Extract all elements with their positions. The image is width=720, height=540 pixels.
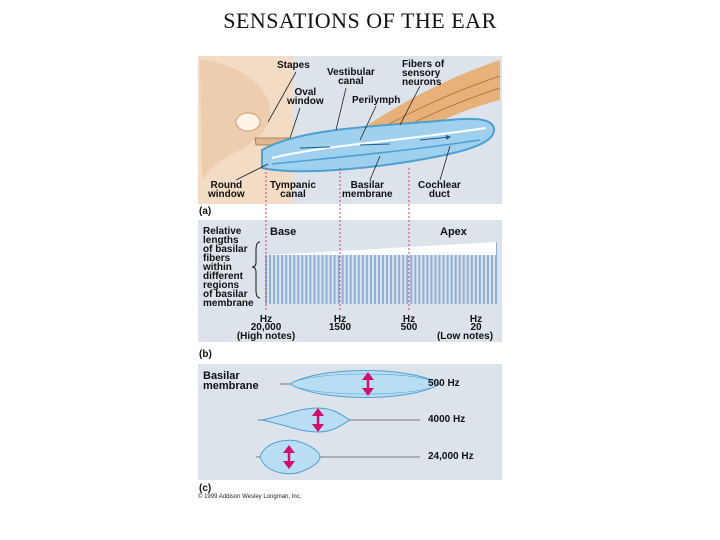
label-vestibular-canal: Vestibular canal	[327, 67, 375, 87]
tick-unit: Hz	[259, 314, 273, 325]
copyright: © 1999 Addison Wesley Longman, Inc.	[198, 494, 302, 500]
tick-unit: Hz	[469, 314, 483, 325]
label-perilymph: Perilymph	[352, 95, 401, 106]
tick-note: (High notes)	[236, 331, 296, 342]
tick-unit: Hz	[333, 314, 347, 325]
tick-unit: Hz	[402, 314, 416, 325]
label-relative-lengths: Relative lengths of basilar fibers withi…	[203, 226, 254, 309]
label-tympanic-canal: Tympanic canal	[270, 180, 316, 200]
fiber-envelope	[266, 242, 496, 255]
panel-a-letter: (a)	[199, 206, 212, 217]
freq-label: 4000 Hz	[428, 414, 466, 425]
label-fibers-sensory-neurons: Fibers of sensory neurons	[402, 59, 445, 88]
tick-value: 20	[470, 322, 482, 333]
label-basilar-membrane-a: Basilar membrane	[342, 180, 393, 200]
label-round-window: Round window	[208, 180, 245, 200]
label-base: Base	[270, 226, 297, 238]
label-basilar-membrane-c: Basilar membrane	[203, 370, 259, 392]
tick-value: 20,000	[250, 322, 282, 333]
tick-value: 500	[400, 322, 418, 333]
label-stapes: Stapes	[277, 60, 310, 71]
tick-note: (Low notes)	[436, 331, 494, 342]
label-oval-window: Oval window	[287, 87, 324, 107]
freq-label: 500 Hz	[428, 378, 460, 389]
label-cochlear-duct: Cochlear duct	[418, 180, 461, 200]
tick-value: 1500	[328, 322, 352, 333]
label-apex: Apex	[440, 226, 467, 238]
panel-c-letter: (c)	[199, 483, 212, 494]
panel-b-letter: (b)	[199, 349, 212, 360]
freq-label: 24,000 Hz	[428, 451, 474, 462]
page-title: SENSATIONS OF THE EAR	[223, 8, 497, 33]
